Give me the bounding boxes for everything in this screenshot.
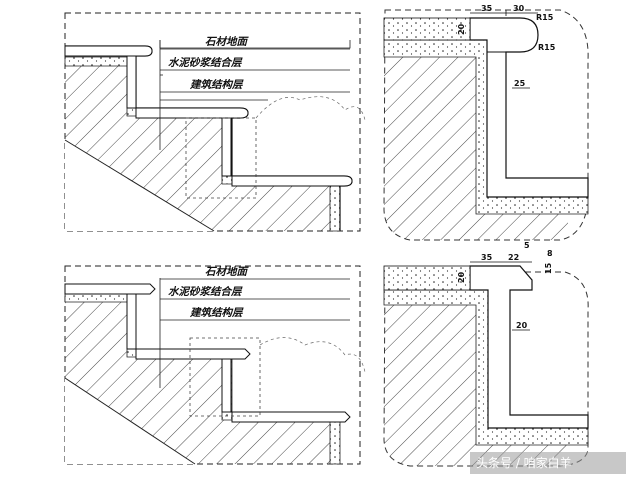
dim-30: 30 — [513, 4, 525, 13]
dim-5: 5 — [524, 241, 530, 250]
stone-nosing — [469, 265, 589, 429]
stair-section-top: 石材地面 水泥砂浆结合层 建筑结构层 — [64, 12, 366, 232]
dim-8: 8 — [547, 249, 553, 258]
label-structure-layer: 建筑结构层 — [189, 306, 244, 319]
label-stone-floor: 石材地面 — [205, 265, 249, 278]
dim-20: 20 — [457, 23, 466, 35]
dim-22: 22 — [508, 253, 519, 262]
label-mortar-layer: 水泥砂浆结合层 — [168, 285, 243, 298]
dim-20-riser: 20 — [516, 321, 528, 330]
label-stone-floor: 石材地面 — [205, 35, 249, 48]
label-mortar-layer: 水泥砂浆结合层 — [168, 56, 243, 69]
dim-25: 25 — [514, 79, 526, 88]
watermark: 头条号 / 咱家白羊 — [476, 455, 572, 470]
dim-r15-top: R15 — [536, 13, 554, 22]
dim-r15-bottom: R15 — [538, 43, 556, 52]
dim-15: 15 — [544, 262, 553, 274]
nosing-detail-bottom: 35 22 5 8 15 20 20 — [383, 241, 589, 467]
nosing-detail-top: 35 30 R15 R15 20 25 — [383, 4, 589, 241]
label-structure-layer: 建筑结构层 — [189, 78, 244, 91]
detail-callout — [189, 337, 261, 417]
stone-nosing — [469, 17, 589, 198]
dim-35: 35 — [481, 253, 493, 262]
detail-callout — [185, 117, 257, 199]
dim-20-left: 20 — [457, 271, 466, 283]
stair-section-bottom: 石材地面 水泥砂浆结合层 建筑结构层 — [64, 265, 366, 465]
dim-35: 35 — [481, 4, 493, 13]
